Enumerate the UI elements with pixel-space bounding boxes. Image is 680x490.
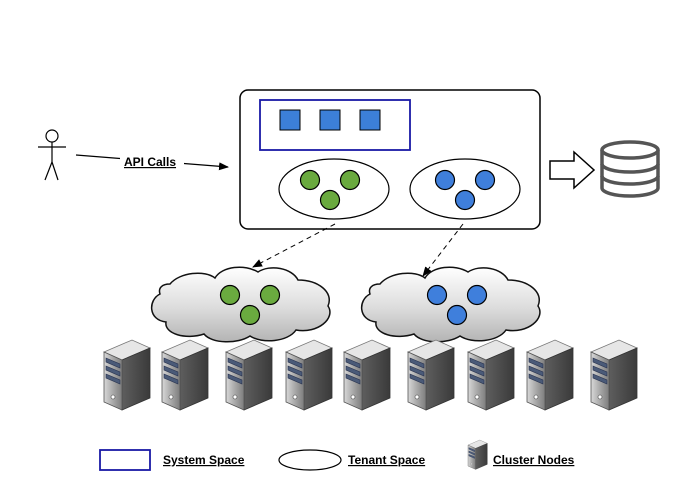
- legend-system-space-label: System Space: [163, 453, 245, 467]
- user-icon: [38, 129, 66, 181]
- tenant-space-green: [278, 158, 390, 220]
- legend-tenant-space-swatch: [278, 449, 342, 471]
- server-icon: [343, 339, 391, 411]
- server-icon: [103, 339, 151, 411]
- tenant-node-green: [299, 169, 321, 191]
- server-icon: [526, 339, 574, 411]
- cluster-nodes-blue: [426, 284, 488, 326]
- deploy-arrow-green: [252, 223, 336, 268]
- storage-arrow: [549, 150, 596, 190]
- legend: System Space Tenant Space Cluster Nodes: [99, 439, 575, 471]
- tenant-node-blue: [434, 169, 456, 191]
- legend-system-space-swatch: [99, 449, 151, 471]
- cluster-node-green: [219, 284, 241, 306]
- system-component-square: [279, 109, 301, 131]
- cluster-nodes-green: [219, 284, 281, 326]
- api-calls-label-bg: [120, 154, 184, 169]
- server-icon: [467, 339, 515, 411]
- legend-cluster-nodes-label: Cluster Nodes: [493, 453, 575, 467]
- database-icon: [600, 140, 660, 198]
- system-component-square: [359, 109, 381, 131]
- tenant-node-green: [319, 189, 341, 211]
- server-icon: [407, 339, 455, 411]
- cluster-node-blue: [466, 284, 488, 306]
- server-icon: [590, 339, 638, 411]
- server-icon: [225, 339, 273, 411]
- tenant-node-blue: [474, 169, 496, 191]
- server-icon: [161, 339, 209, 411]
- server-icon: [467, 439, 488, 470]
- tenant-node-blue: [454, 189, 476, 211]
- tenant-node-green: [339, 169, 361, 191]
- server-row: [103, 339, 638, 411]
- server-icon: [285, 339, 333, 411]
- tenant-nodes-blue: [434, 169, 496, 211]
- tenant-nodes-green: [299, 169, 361, 211]
- api-calls-label: API Calls: [124, 155, 176, 169]
- system-space-box: [259, 99, 411, 151]
- cluster-node-blue: [426, 284, 448, 306]
- cluster-node-blue: [446, 304, 468, 326]
- system-squares: [279, 109, 381, 131]
- cloud-icon-blue: [361, 266, 541, 343]
- deploy-arrow-blue: [422, 223, 464, 277]
- system-component-square: [319, 109, 341, 131]
- legend-server-icon: [467, 439, 488, 470]
- cloud-icon-green: [151, 266, 331, 343]
- legend-tenant-space-label: Tenant Space: [348, 453, 425, 467]
- cluster-node-green: [259, 284, 281, 306]
- cluster-node-green: [239, 304, 261, 326]
